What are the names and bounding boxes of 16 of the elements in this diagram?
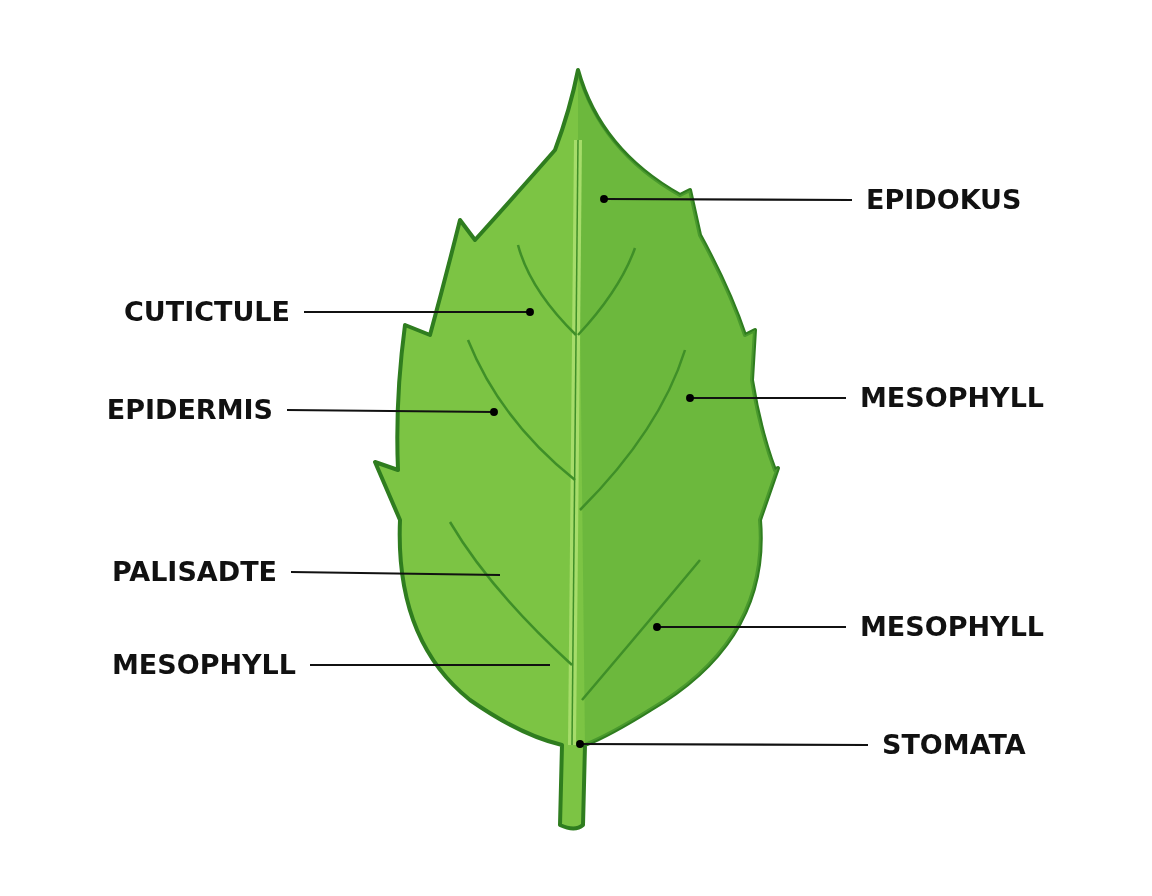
leader-line xyxy=(653,623,846,631)
leader-line xyxy=(576,740,868,748)
leader-line xyxy=(310,663,550,667)
part-label: MESOPHYLL xyxy=(860,610,1045,644)
leader-line xyxy=(600,195,852,203)
part-label: MESOPHYLL xyxy=(111,648,296,682)
part-label: PALISADTE xyxy=(111,555,277,589)
part-label: MESOPHYLL xyxy=(860,381,1045,415)
part-label: EPIDOKUS xyxy=(866,183,1022,217)
part-label: EPIDERMIS xyxy=(106,393,273,427)
leader-line xyxy=(287,408,498,416)
part-label: STOMATA xyxy=(882,728,1026,762)
leader-line xyxy=(304,308,534,316)
part-label: CUTICTULE xyxy=(124,295,290,329)
leader-line xyxy=(291,570,500,577)
leader-line xyxy=(686,394,846,402)
